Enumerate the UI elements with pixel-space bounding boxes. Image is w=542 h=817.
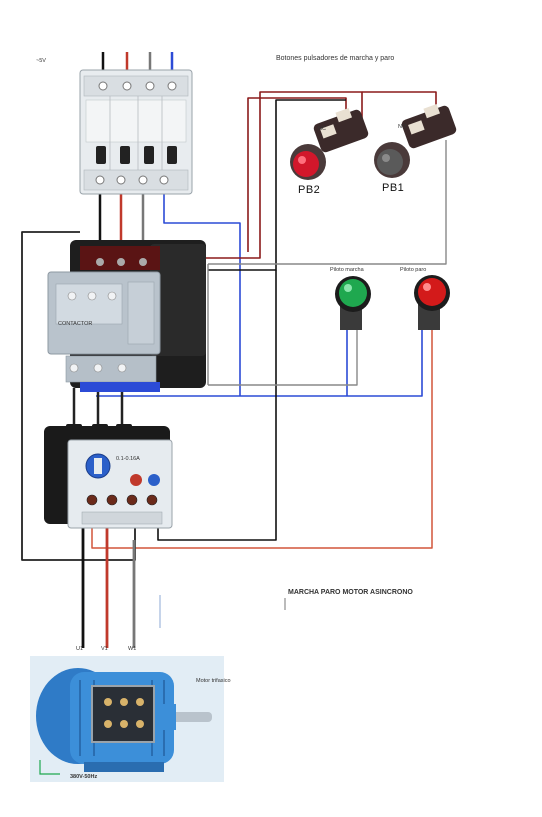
red-lamp-label: Piloto paro [400, 267, 427, 273]
breaker-terminals-top [98, 81, 177, 91]
neutral-wire [163, 192, 241, 396]
control-wire-return [157, 270, 277, 541]
control-wire-a [205, 91, 363, 259]
pb2-contact-label: NC [318, 126, 326, 132]
neutral-bus-lamps [96, 328, 423, 397]
pilot-lamp-red [414, 275, 450, 330]
terminal-u1: U1 [76, 646, 84, 652]
pb1-label: PB1 [382, 182, 405, 194]
terminal-v1: V1 [101, 646, 108, 652]
motor-spec: 380V-50Hz [70, 774, 98, 780]
motor [30, 656, 224, 782]
contactor [47, 240, 206, 392]
motor-note: Motor trifasico [196, 678, 231, 684]
breaker-terminals-bottom [95, 175, 169, 185]
control-wire-black [208, 99, 346, 271]
supply-label: ~5V [36, 58, 46, 64]
contactor-label: CONTACTOR [58, 321, 93, 327]
green-lamp-label: Piloto marcha [330, 267, 364, 273]
buttons-title: Botones pulsadores de marcha y paro [276, 55, 395, 62]
grey-wire-pb1 [208, 140, 447, 265]
control-wire-c [362, 91, 437, 110]
pushbutton-pb2 [290, 108, 369, 180]
overload-rating: 0.1-0.16A [116, 456, 140, 462]
terminal-w1: W1 [128, 646, 137, 652]
grey-wire-green-lamp [208, 328, 358, 386]
wires [21, 52, 447, 648]
wire-red-lamp [91, 328, 433, 549]
diagram-title: MARCHA PARO MOTOR ASINCRONO [288, 589, 413, 596]
circuit-breaker [79, 69, 193, 195]
pb1-contact-label: NO [398, 124, 407, 130]
control-wire-b [247, 97, 347, 252]
pb2-label: PB2 [298, 184, 321, 196]
pushbutton-pb1 [374, 104, 457, 178]
pilot-lamp-green [335, 276, 371, 330]
overload-relay [44, 424, 173, 529]
breaker-toggles [96, 146, 177, 164]
